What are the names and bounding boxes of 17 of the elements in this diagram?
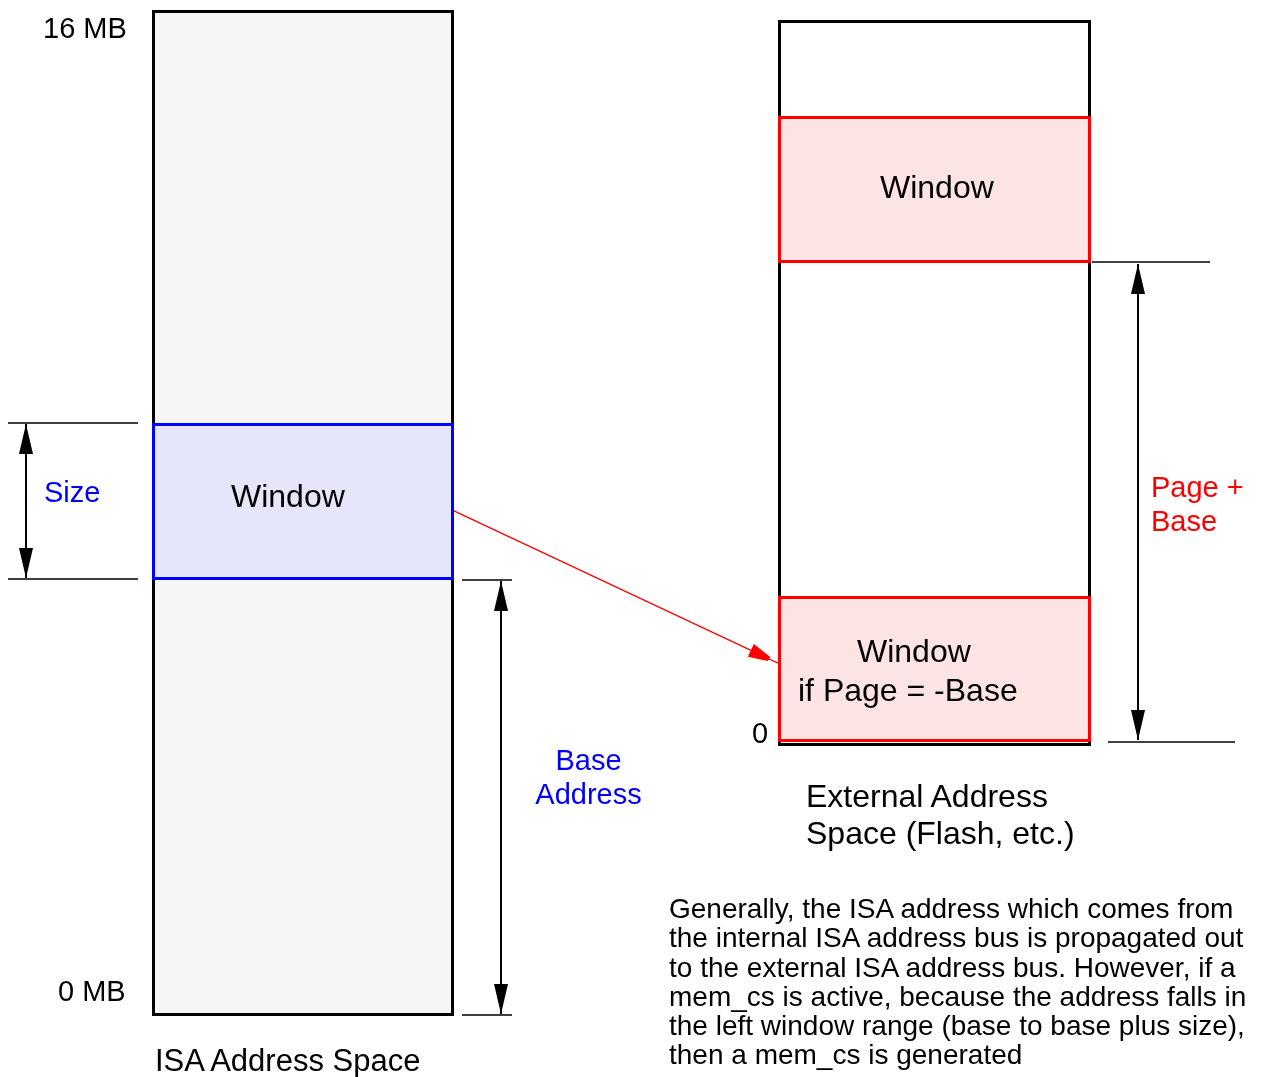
arrow [453,510,779,664]
region-label: Window [231,478,345,516]
region-label: Window [880,169,994,207]
scale-label: 0 MB [58,975,126,1009]
window-region [778,596,1091,742]
dimension-label: Base Address [534,744,643,812]
column-title: External Address Space (Flash, etc.) [806,778,1076,853]
window-region [778,116,1091,263]
description-paragraph: Generally, the ISA address which comes from the internal ISA address bus is propagated out to the external ISA address bus. However, if a mem_cs is active, because the address falls in the left window range (base to base plus size), then a mem_cs is generated [669,894,1248,1070]
column-title: ISA Address Space [155,1043,421,1077]
window-region [152,423,454,580]
dimension-label: Size [44,476,101,510]
region-label: Window [857,633,971,671]
dimension-label: Page + Base [1151,471,1245,539]
scale-label: 0 [752,717,769,751]
region-label: if Page = -Base [798,672,1018,710]
scale-label: 16 MB [43,12,127,46]
